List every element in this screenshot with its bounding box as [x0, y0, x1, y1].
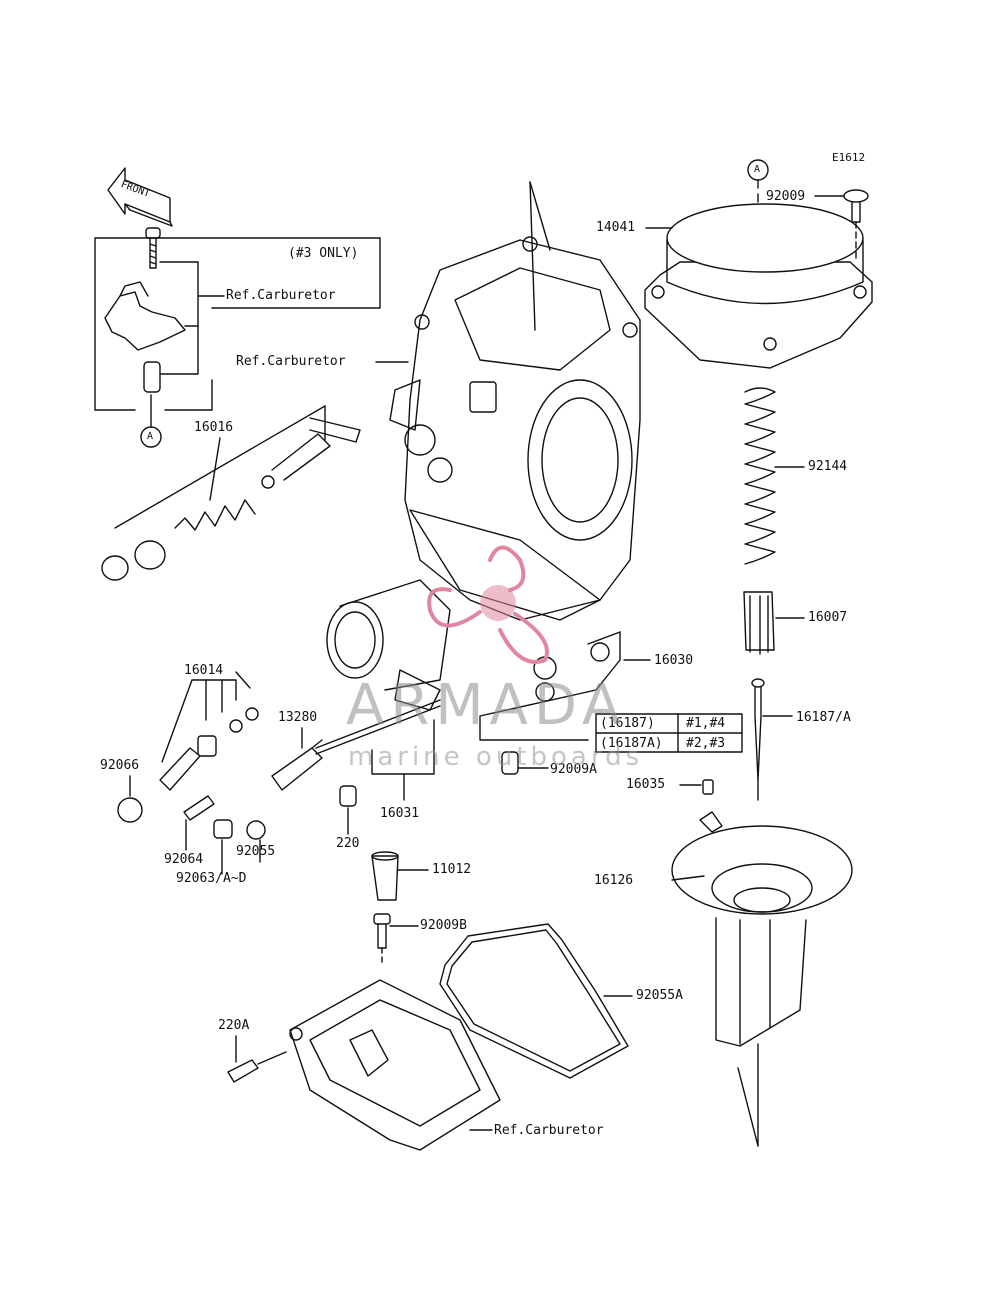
- part-label: 92009A: [550, 762, 597, 777]
- cap-11012: [371, 851, 429, 901]
- ref-a-label: A: [754, 164, 761, 175]
- part-label: 16187/A: [796, 710, 851, 725]
- part-label: 220A: [218, 1018, 250, 1033]
- float-bowl: [289, 979, 501, 1151]
- watermark-title: ARMADA: [346, 673, 627, 738]
- part-label: 14041: [596, 220, 636, 235]
- screw-220a: [227, 1035, 287, 1083]
- ref-carburetor-label: Ref.Carburetor: [236, 354, 346, 369]
- watermark-subtitle: marine outboards: [348, 742, 644, 772]
- ref-carburetor-label: Ref.Carburetor: [226, 288, 336, 303]
- part-label: 92055A: [636, 988, 683, 1003]
- jet-needle: [751, 678, 793, 801]
- carburetor-body: [375, 181, 641, 621]
- part-label: 92144: [808, 459, 848, 474]
- table-cell: (16187A): [600, 736, 663, 751]
- needle-table: [595, 713, 743, 753]
- screw-92009a: [501, 751, 549, 775]
- part-label: 92066: [100, 758, 140, 773]
- part-label: 13280: [278, 710, 318, 725]
- ref-a-marker: [140, 394, 162, 448]
- part-label: 92009: [766, 189, 806, 204]
- part-label: 11012: [432, 862, 472, 877]
- part-label: 92055: [236, 844, 276, 859]
- idle-adjust-assembly: [101, 405, 361, 581]
- jet-parts: [183, 795, 233, 875]
- part-label: 16126: [594, 873, 634, 888]
- part-label: 92009B: [420, 918, 467, 933]
- part-label: 16016: [194, 420, 234, 435]
- spring: [744, 387, 805, 565]
- plug-220: [339, 785, 357, 835]
- note-3-only: (#3 ONLY): [288, 246, 359, 261]
- needle-jet: [679, 779, 714, 795]
- carburetor-inlet: [326, 579, 451, 711]
- float-bowl-gasket: [439, 923, 633, 1079]
- diagram-code: E1612: [832, 151, 866, 164]
- screw-13280: [246, 727, 323, 863]
- part-label: 16030: [654, 653, 694, 668]
- pin-16031: [315, 699, 441, 801]
- part-label: 220: [336, 836, 360, 851]
- part-label: 16031: [380, 806, 420, 821]
- screw-92009b: [373, 913, 419, 967]
- ref-a-label: A: [147, 431, 154, 442]
- pilot-screw-group: [117, 671, 259, 823]
- ref-carburetor-label: Ref.Carburetor: [494, 1123, 604, 1138]
- vacuum-piston: [671, 811, 853, 1147]
- part-label: 92064: [164, 852, 204, 867]
- top-cover: [644, 189, 873, 369]
- seal-set-box: [479, 631, 651, 741]
- part-label: 16035: [626, 777, 666, 792]
- needle-holder: [743, 591, 805, 655]
- bracket-box-3-only: [94, 227, 381, 411]
- part-label: 16007: [808, 610, 848, 625]
- front-arrow-icon: [107, 167, 173, 227]
- table-cell: #2,#3: [686, 736, 726, 751]
- part-label: 16014: [184, 663, 224, 678]
- part-label: 92063/A~D: [176, 871, 247, 886]
- table-cell: #1,#4: [686, 716, 726, 731]
- table-cell: (16187): [600, 716, 655, 731]
- watermark-logo-icon: [427, 545, 549, 664]
